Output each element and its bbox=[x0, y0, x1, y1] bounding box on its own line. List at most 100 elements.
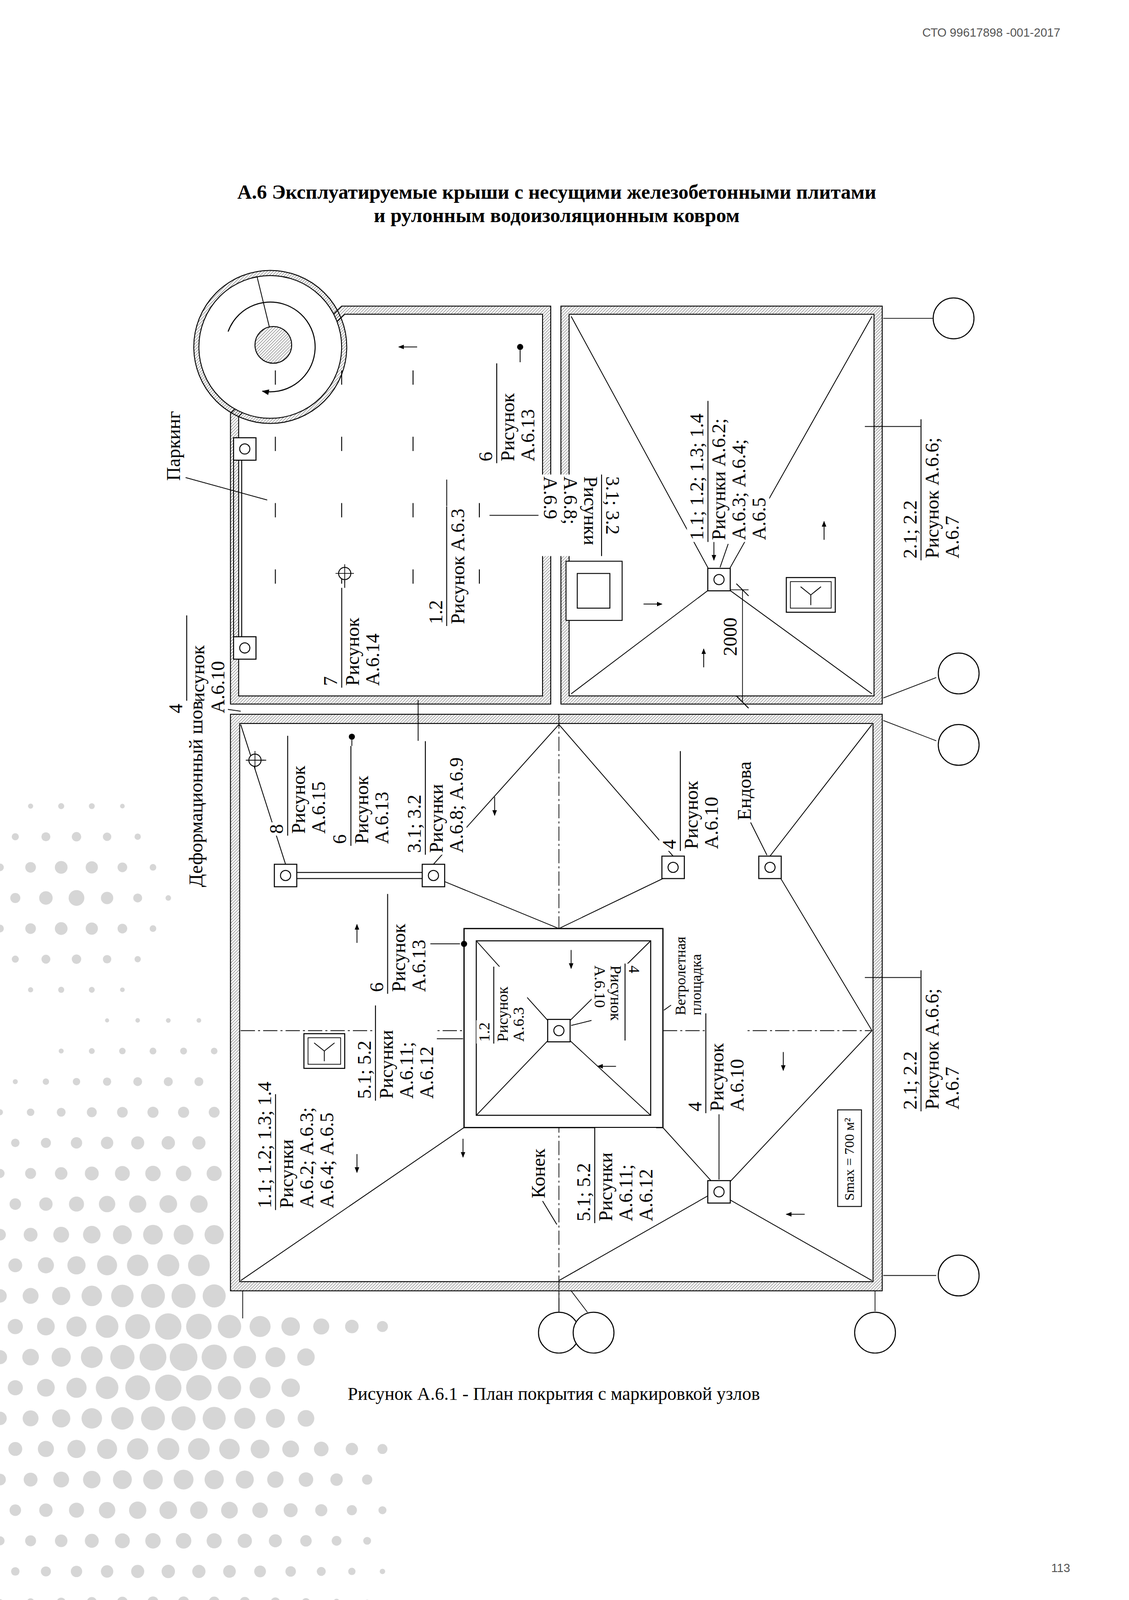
roof-drain bbox=[707, 568, 731, 591]
decor-dot bbox=[7, 1379, 23, 1395]
axis-line bbox=[883, 1275, 937, 1276]
stair-exit bbox=[577, 573, 610, 608]
slope-arrow bbox=[823, 521, 825, 540]
parking-mark bbox=[478, 503, 480, 518]
decor-dot bbox=[25, 1535, 37, 1547]
valley-line bbox=[444, 881, 559, 929]
decor-dot bbox=[67, 1255, 86, 1275]
decor-dot bbox=[206, 1165, 222, 1181]
decor-dot bbox=[267, 1470, 284, 1488]
leader-line bbox=[542, 1200, 557, 1225]
decor-dot bbox=[37, 1378, 55, 1397]
decor-dot bbox=[345, 1319, 359, 1334]
decor-dot bbox=[23, 1227, 38, 1242]
callout: 4Рисунок А.6.10 bbox=[684, 1013, 748, 1113]
axis-bubble bbox=[938, 652, 979, 694]
plan-label: СТО 99617898 -001-2017 bbox=[922, 26, 1061, 39]
decor-dot bbox=[208, 1106, 220, 1118]
decor-dot bbox=[163, 1076, 174, 1086]
parking-mark bbox=[412, 436, 414, 451]
decor-dot bbox=[331, 1535, 342, 1546]
skylight-mark bbox=[323, 1050, 325, 1061]
roof-drain bbox=[553, 1025, 565, 1036]
plan-label: 2000 bbox=[720, 617, 741, 656]
decor-dot bbox=[171, 1283, 196, 1309]
roof-area bbox=[569, 314, 874, 696]
parking-mark bbox=[274, 370, 276, 385]
decor-dot bbox=[139, 1343, 167, 1371]
decor-dot bbox=[81, 1346, 104, 1368]
decor-dot bbox=[66, 1316, 87, 1337]
decor-dot bbox=[39, 1197, 53, 1211]
decor-dot bbox=[175, 1165, 192, 1182]
valley-line bbox=[570, 589, 709, 694]
decor-dot bbox=[100, 1136, 114, 1149]
decor-dot bbox=[249, 1315, 271, 1337]
leader-line bbox=[489, 514, 539, 516]
decor-dot bbox=[0, 1288, 7, 1303]
callout-reference: Рисунки А.6.8; А.6.9 bbox=[424, 741, 467, 855]
roof-drain bbox=[233, 636, 256, 659]
decor-dot bbox=[314, 1441, 329, 1456]
plan-label: 113 bbox=[1051, 1561, 1070, 1575]
decor-dot bbox=[364, 1599, 370, 1600]
callout-number: 4 bbox=[684, 1099, 706, 1113]
decor-dot bbox=[145, 1532, 161, 1549]
plan-lines bbox=[185, 298, 979, 1353]
leader-line bbox=[351, 739, 353, 746]
decor-dot bbox=[54, 922, 68, 935]
callout-reference: Рисунок А.6.13 bbox=[350, 745, 393, 846]
plan-label: Ендова bbox=[734, 761, 755, 820]
node-dot bbox=[461, 940, 467, 947]
decor-dot bbox=[201, 1344, 227, 1370]
decor-dot bbox=[330, 1472, 343, 1486]
gutter bbox=[296, 871, 423, 873]
decor-dot bbox=[69, 1502, 85, 1518]
decor-dot bbox=[117, 862, 128, 872]
decor-dot bbox=[147, 1106, 159, 1118]
decor-dot bbox=[111, 1284, 134, 1307]
decor-dot bbox=[84, 1166, 99, 1180]
decor-dot bbox=[82, 1225, 101, 1243]
roof-drain bbox=[428, 870, 439, 881]
slope-arrow bbox=[782, 1051, 784, 1070]
decor-dot bbox=[126, 1254, 149, 1276]
slope-arrow bbox=[570, 949, 572, 969]
decor-dot bbox=[9, 1503, 22, 1516]
decor-dot bbox=[134, 833, 142, 840]
decor-dot bbox=[235, 1470, 254, 1488]
decor-dot bbox=[100, 1564, 114, 1578]
decor-dot bbox=[211, 1047, 218, 1054]
page-title: А.6 Эксплуатируемые крыши с несущими жел… bbox=[231, 180, 882, 228]
decor-dot bbox=[71, 831, 82, 842]
decor-dot bbox=[7, 1318, 23, 1334]
callout-reference: Рисунок А.6.15 bbox=[287, 735, 329, 836]
callout: 7Рисунок А.6.14 bbox=[320, 587, 383, 688]
slope-arrow bbox=[462, 1138, 464, 1157]
decor-dot bbox=[265, 1408, 286, 1428]
callout-reference: Рисунок А.6.3 bbox=[493, 966, 527, 1044]
axis-line bbox=[874, 1290, 876, 1312]
decor-dot bbox=[233, 1407, 256, 1429]
decor-dot bbox=[282, 1440, 300, 1458]
decor-dot bbox=[86, 1107, 98, 1118]
decor-dot bbox=[188, 1253, 210, 1276]
slope-arrow bbox=[494, 796, 496, 815]
decor-dot bbox=[165, 1017, 171, 1023]
decor-dot bbox=[82, 1470, 101, 1488]
callout-reference: Рисунок А.6.6; А.6.7 bbox=[920, 419, 963, 561]
decor-dot bbox=[192, 1135, 206, 1150]
decor-dot bbox=[206, 1532, 222, 1548]
decor-dot bbox=[70, 1136, 83, 1149]
decor-dot bbox=[283, 1503, 299, 1518]
decor-dot bbox=[41, 954, 51, 964]
slope-arrow bbox=[356, 924, 358, 943]
dimension-tick bbox=[736, 695, 749, 709]
decor-dot bbox=[22, 1348, 39, 1365]
decor-dot bbox=[10, 1138, 20, 1147]
decor-dot bbox=[129, 1194, 147, 1213]
callout-reference: Рисунок А.6.13 bbox=[496, 363, 538, 463]
parking-mark bbox=[412, 569, 414, 584]
ramp-rail bbox=[233, 448, 234, 647]
decor-dot bbox=[145, 1165, 161, 1182]
